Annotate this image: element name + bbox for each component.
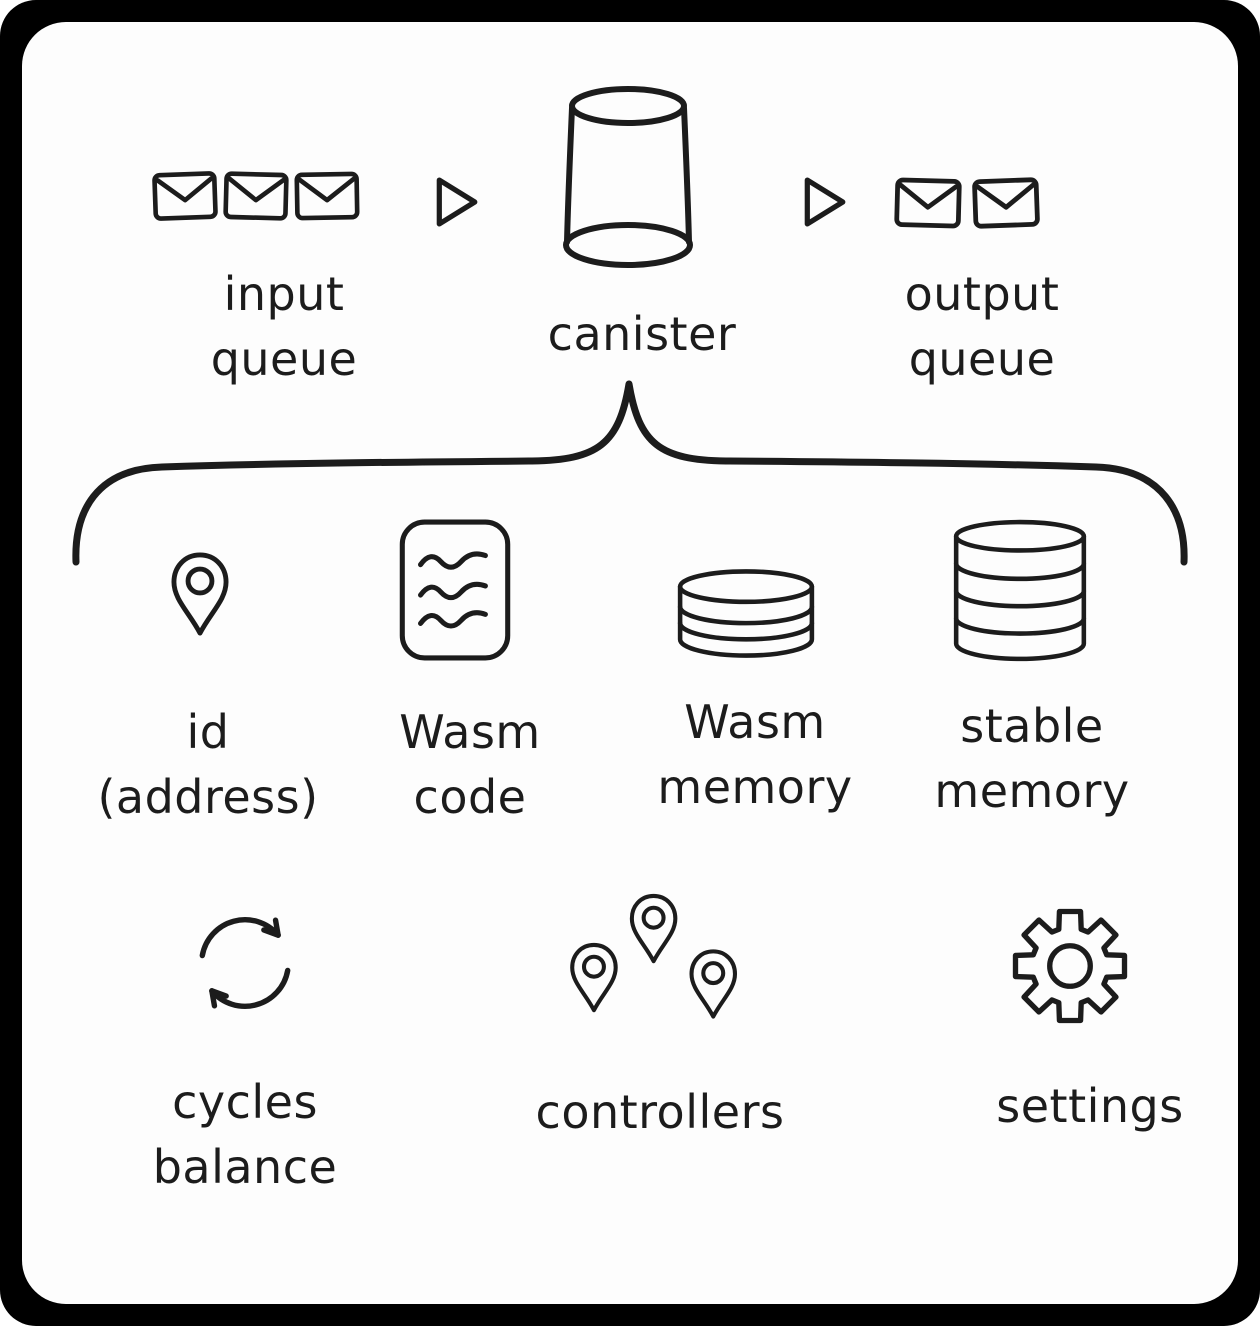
disk-cylinder-icon (677, 569, 815, 658)
location-pin-icon (171, 552, 229, 636)
envelope-icon (894, 177, 962, 229)
cycles-balance-label: cycles balance (152, 1075, 338, 1195)
cycle-arrows-icon (199, 917, 291, 1009)
play-arrow-icon (804, 177, 846, 227)
canister-label: canister (547, 307, 737, 361)
wasm-memory-icon-wrap (672, 564, 820, 668)
controllers-label: controllers (535, 1085, 785, 1139)
controllers-icon-wrap (558, 890, 754, 1046)
canister-cylinder-icon (563, 86, 693, 268)
envelope-icon (223, 171, 289, 221)
canister-diagram-card: input queue canister output queue (22, 22, 1238, 1304)
wasm-memory-label: Wasm memory (657, 695, 853, 815)
play-arrow-icon (436, 177, 478, 227)
canister-icon-wrap (558, 82, 698, 284)
location-pins-icon (570, 893, 738, 1019)
output-queue-label: output queue (904, 267, 1060, 387)
database-stack-icon (953, 519, 1087, 662)
envelope-icon (152, 171, 218, 221)
gear-icon (1012, 908, 1128, 1024)
input-queue-label: input queue (210, 267, 358, 387)
flow-arrow-out (800, 174, 848, 234)
input-queue-envelopes (152, 170, 360, 222)
envelope-icon (972, 177, 1040, 229)
id-address-icon-wrap (162, 546, 238, 646)
output-queue-envelopes (894, 176, 1040, 230)
stable-memory-label: stable memory (934, 699, 1130, 819)
wasm-code-label: Wasm code (399, 705, 541, 825)
wasm-code-icon-wrap (396, 516, 514, 668)
brace-wrap (70, 372, 1192, 574)
flow-arrow-in (432, 174, 480, 234)
envelope-icon (294, 171, 360, 221)
code-sheet-icon (399, 519, 511, 661)
id-address-label: id (address) (97, 705, 319, 825)
settings-label: settings (996, 1079, 1184, 1133)
cycles-icon-wrap (180, 898, 310, 1032)
curly-brace-icon (72, 380, 1188, 566)
settings-icon-wrap (1006, 902, 1134, 1034)
stable-memory-icon-wrap (948, 516, 1092, 672)
